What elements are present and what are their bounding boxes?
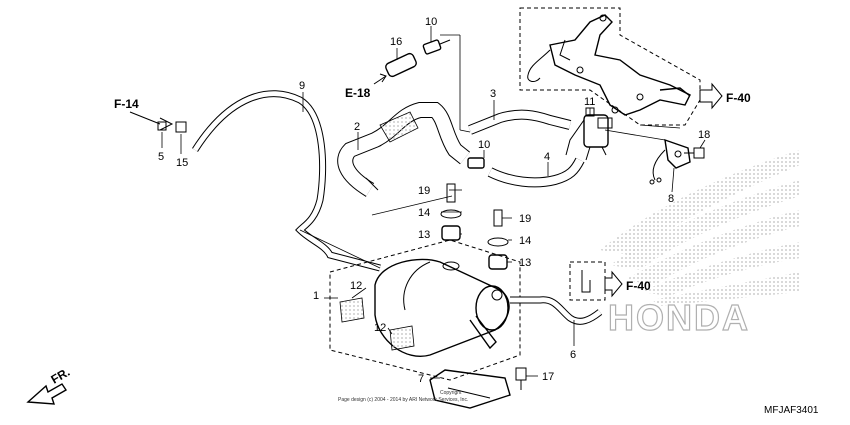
callout-18: 18 [698, 129, 710, 141]
bolt-17 [515, 367, 527, 390]
hose-2 [337, 102, 470, 197]
callout-12-upper: 12 [350, 280, 362, 292]
leader-lines [161, 26, 706, 379]
callout-13-right: 13 [519, 257, 531, 269]
f40-ref-top: F-40 [699, 82, 751, 110]
honda-wing-watermark: HONDA [600, 150, 800, 339]
callout-5: 5 [158, 151, 164, 163]
hose-4 [487, 157, 585, 188]
svg-text:E-18: E-18 [345, 86, 371, 100]
callout-19-right: 19 [519, 213, 531, 225]
callout-12-lower: 12 [374, 322, 386, 334]
callout-11: 11 [584, 96, 595, 108]
f40-ref-mid: F-40 [569, 261, 651, 301]
f14-ref: F-14 [114, 97, 187, 133]
callout-2: 2 [354, 121, 360, 133]
callout-16: 16 [390, 36, 402, 48]
canister-bracket [429, 369, 511, 409]
purge-control-valve [565, 107, 613, 161]
callout-7: 7 [418, 373, 424, 385]
hose-16 [385, 52, 417, 78]
callout-4: 4 [544, 151, 550, 163]
svg-text:F-40: F-40 [626, 279, 651, 293]
svg-text:F-40: F-40 [726, 91, 751, 105]
callout-1: 1 [313, 290, 319, 302]
hose-3 [468, 109, 572, 135]
copyright-line-2: Page design (c) 2004 - 2014 by ARI Netwo… [338, 397, 468, 403]
callout-3: 3 [490, 88, 496, 100]
callout-14-left: 14 [418, 207, 430, 219]
mount-set-right [487, 209, 509, 270]
callout-10-lower: 10 [478, 139, 490, 151]
callout-17: 17 [542, 371, 554, 383]
evap-canister [329, 239, 521, 381]
callout-6: 6 [570, 349, 576, 361]
svg-text:FR.: FR. [49, 365, 73, 387]
mount-set-left [440, 183, 462, 271]
e18-ref: E-18 [345, 73, 387, 100]
svg-text:F-14: F-14 [114, 97, 139, 111]
callout-19-left: 19 [418, 185, 430, 197]
callout-13-left: 13 [418, 229, 430, 241]
joint-10-upper [422, 39, 451, 55]
callout-10-upper: 10 [425, 16, 437, 28]
callout-14-right: 14 [519, 235, 531, 247]
drain-tube-6 [510, 296, 603, 325]
callout-9: 9 [299, 80, 305, 92]
honda-logo-text: HONDA [608, 297, 750, 338]
bracket-assembly-top [519, 7, 701, 126]
valve-bracket [649, 138, 691, 185]
callout-15: 15 [176, 157, 188, 169]
copyright-line-1: Copyright [440, 390, 462, 396]
front-arrow: FR. [26, 365, 73, 405]
callout-numbers: 1 2 3 4 5 6 7 8 9 10 10 11 12 12 13 13 1… [158, 16, 710, 385]
bolt-18 [684, 147, 705, 159]
hose-9 [192, 90, 381, 272]
callout-8: 8 [668, 193, 674, 205]
joint-10-lower [467, 157, 485, 169]
diagram-code: MFJAF3401 [764, 405, 819, 416]
